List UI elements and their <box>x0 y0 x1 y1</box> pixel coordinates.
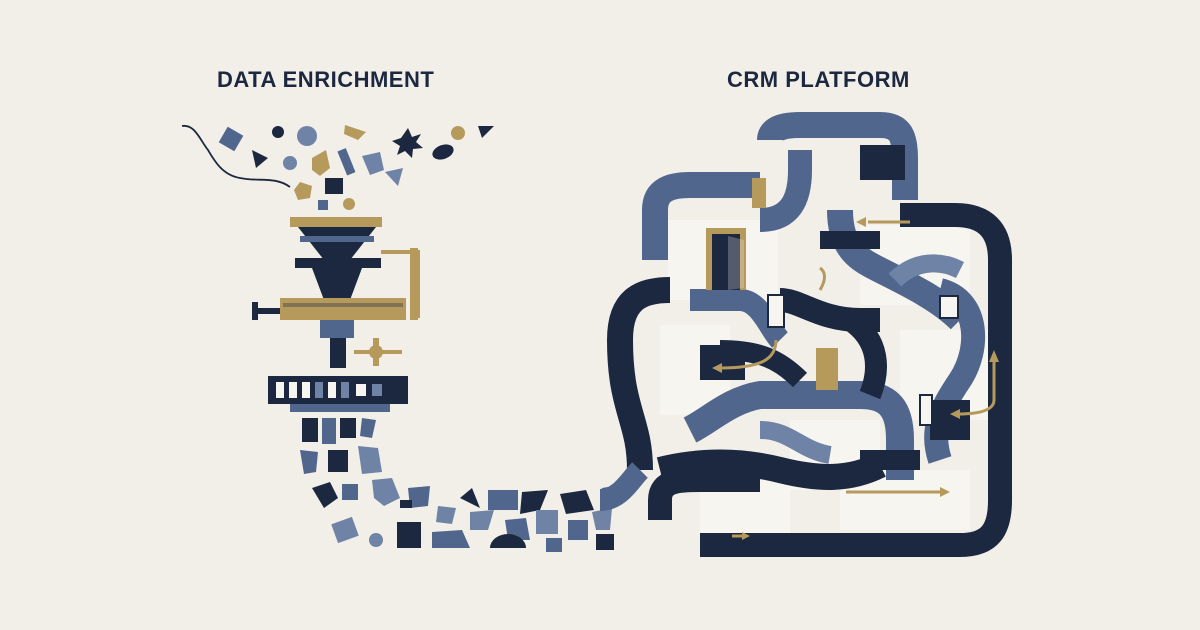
data-enrichment-label: DATA ENRICHMENT <box>217 67 435 92</box>
crm-platform-label: CRM PLATFORM <box>727 67 910 92</box>
door-icons <box>706 178 959 426</box>
outgoing-data-shapes-icon <box>300 418 626 552</box>
funnel-machine-icon <box>252 217 420 412</box>
pipe-maze-icon <box>598 112 1012 557</box>
flow-arrows-icon <box>712 217 999 540</box>
incoming-data-shapes-icon <box>181 125 494 210</box>
